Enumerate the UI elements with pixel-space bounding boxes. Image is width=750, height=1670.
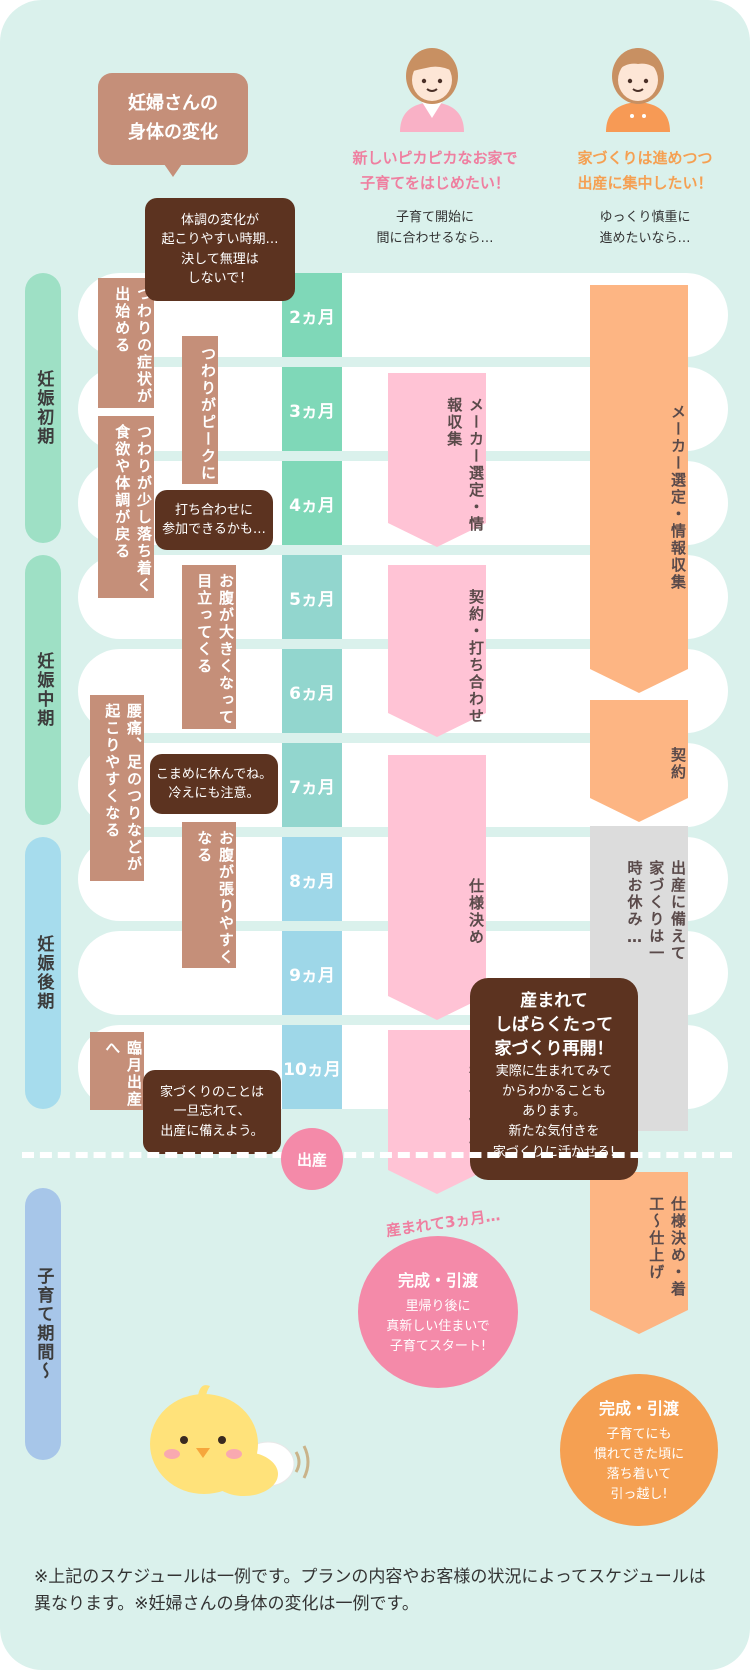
body-change-card: 腰痛、足のつりなどが起こりやすくなる [90,695,144,881]
plan-a-subtitle: 子育て開始に 間に合わせるなら… [376,210,494,246]
month-cell: 5ヵ月 [282,555,342,639]
resume-bubble [470,978,638,1180]
plan-a-heading: 新しいピカピカなお家で 子育てをはじめたい！ [352,149,518,192]
plan-a-step: メーカー選定・情報収集 [445,397,485,533]
birth-divider [22,1152,732,1158]
month-cell: 4ヵ月 [282,461,342,545]
month-cell: 9ヵ月 [282,931,342,1015]
body-change-title: 妊婦さんの 身体の変化 [98,73,248,165]
plan-b-step: メーカー選定・情報収集 [669,403,687,591]
month-cell: 3ヵ月 [282,367,342,451]
note-focus-birth: 家づくりのことは 一旦忘れて、 出産に備えよう。 [143,1070,281,1154]
month-cell: 10ヵ月 [282,1025,342,1109]
woman-pink-icon [400,48,464,132]
plan-b-step: 契約 [669,747,687,781]
finish-a-body: 里帰り後に 真新しい住まいで 子育てスタート! [386,1298,490,1355]
arrow-shape [590,1172,688,1334]
month-cell: 6ヵ月 [282,649,342,733]
title-pointer [164,164,182,177]
month-cell: 7ヵ月 [282,743,342,827]
body-change-card: 臨月出産へ [90,1032,144,1110]
arrow-shape [388,565,486,737]
arrow-shape [590,700,688,822]
chick-icon [150,1385,310,1496]
body-change-card: お腹が大きくなって目立ってくる [182,565,236,729]
finish-b-body: 子育てにも 慣れてきた頃に 落ち着いて 引っ越し! [593,1426,685,1503]
phase-late: 妊娠後期 [25,837,61,1109]
body-change-card: つわりが少し落ち着く食欲や体調が戻る [98,416,154,598]
plan-b-step: 仕様決め・着工〜仕上げ [647,1196,687,1298]
arrow-shape [590,285,688,693]
resume-body: 実際に生まれてみて からわかることも あります。 新たな気付きを 家づくりに活か… [492,1064,616,1160]
phase-mid: 妊娠中期 [25,555,61,825]
woman-orange-icon [606,48,670,132]
plan-b-subtitle: ゆっくり慎重に 進めたいなら… [599,210,691,246]
footnote: ※上記のスケジュールは一例です。プランの内容やお客様の状況によってスケジュールは… [34,1567,706,1615]
finish-a-title: 完成・引渡 [397,1270,478,1290]
note-rest: こまめに休んでね。 冷えにも注意。 [150,754,278,814]
arrow-shape [388,373,486,547]
plan-b-step: 出産に備えて家づくりは一時お休み… [625,860,688,962]
birth-label: 出産 [296,1150,327,1169]
finish-b-title: 完成・引渡 [598,1398,679,1418]
plan-a-step: 仕様決め [467,878,485,946]
phase-childcare: 子育て期間〜 [25,1188,61,1460]
resume-title: 産まれて しばらくたって 家づくり再開！ [494,991,614,1059]
body-change-card: お腹が張りやすくなる [182,822,236,968]
birth-badge: 出産 [281,1128,343,1190]
phase-early: 妊娠初期 [25,273,61,543]
note-caution: 体調の変化が 起こりやすい時期… 決して無理は しないで！ [145,198,295,301]
body-change-card: つわりがピークに [182,336,218,484]
arrow-shape [388,755,486,1020]
plan-b-heading: 家づくりは進めつつ 出産に集中したい！ [577,149,713,192]
plan-a-step: 契約・打ち合わせ [467,589,485,725]
finish-a-circle: 完成・引渡 里帰り後に 真新しい住まいで 子育てスタート! [358,1236,518,1388]
finish-b-circle: 完成・引渡 子育てにも 慣れてきた頃に 落ち着いて 引っ越し! [560,1374,718,1526]
note-meeting: 打ち合わせに 参加できるかも… [155,490,273,550]
body-change-card: つわりの症状が出始める [98,278,154,408]
month-cell: 8ヵ月 [282,837,342,921]
